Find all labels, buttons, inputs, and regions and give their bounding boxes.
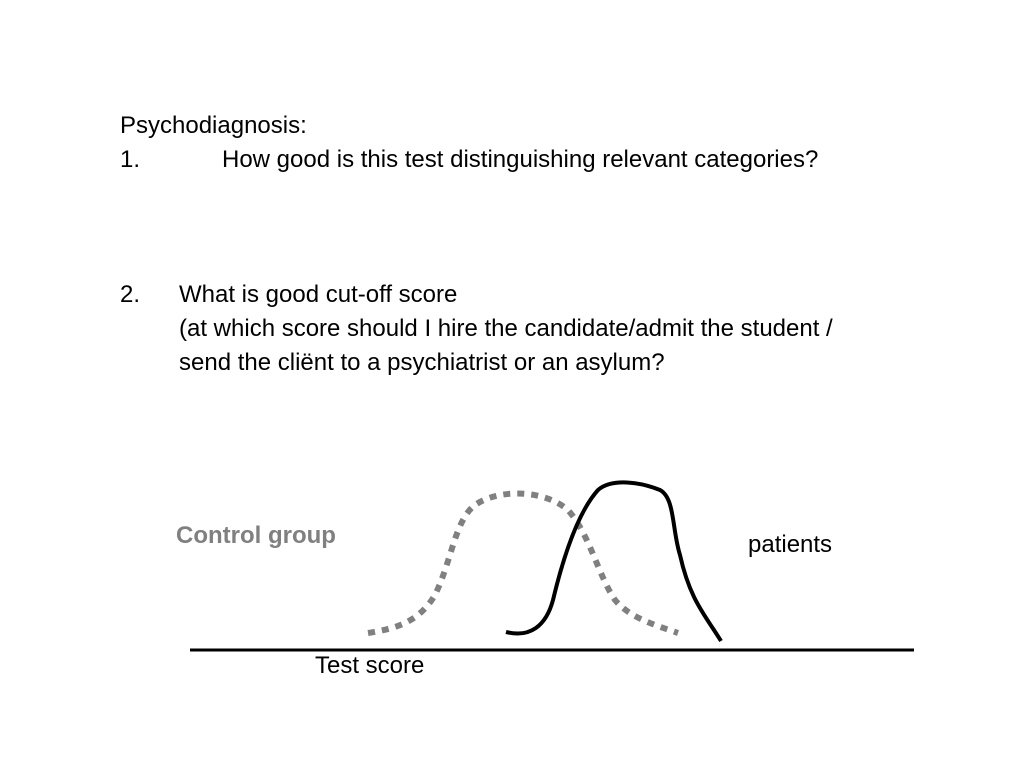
patients-label: patients [748,531,833,558]
item1-text: How good is this test distinguishing rel… [222,146,819,173]
item2-line2: (at which score should I hire the candid… [179,315,833,342]
slide-heading: Psychodiagnosis: [120,112,307,139]
item2-line1: What is good cut-off score [179,281,458,308]
control-group-label: Control group [176,522,336,549]
patients-curve [505,480,723,643]
item1-number: 1. [120,146,141,173]
test-score-label: Test score [315,652,425,679]
item2-line3: send the cliënt to a psychiatrist or an … [179,349,665,376]
control-group-curve [367,490,679,636]
item2-number: 2. [120,281,141,308]
